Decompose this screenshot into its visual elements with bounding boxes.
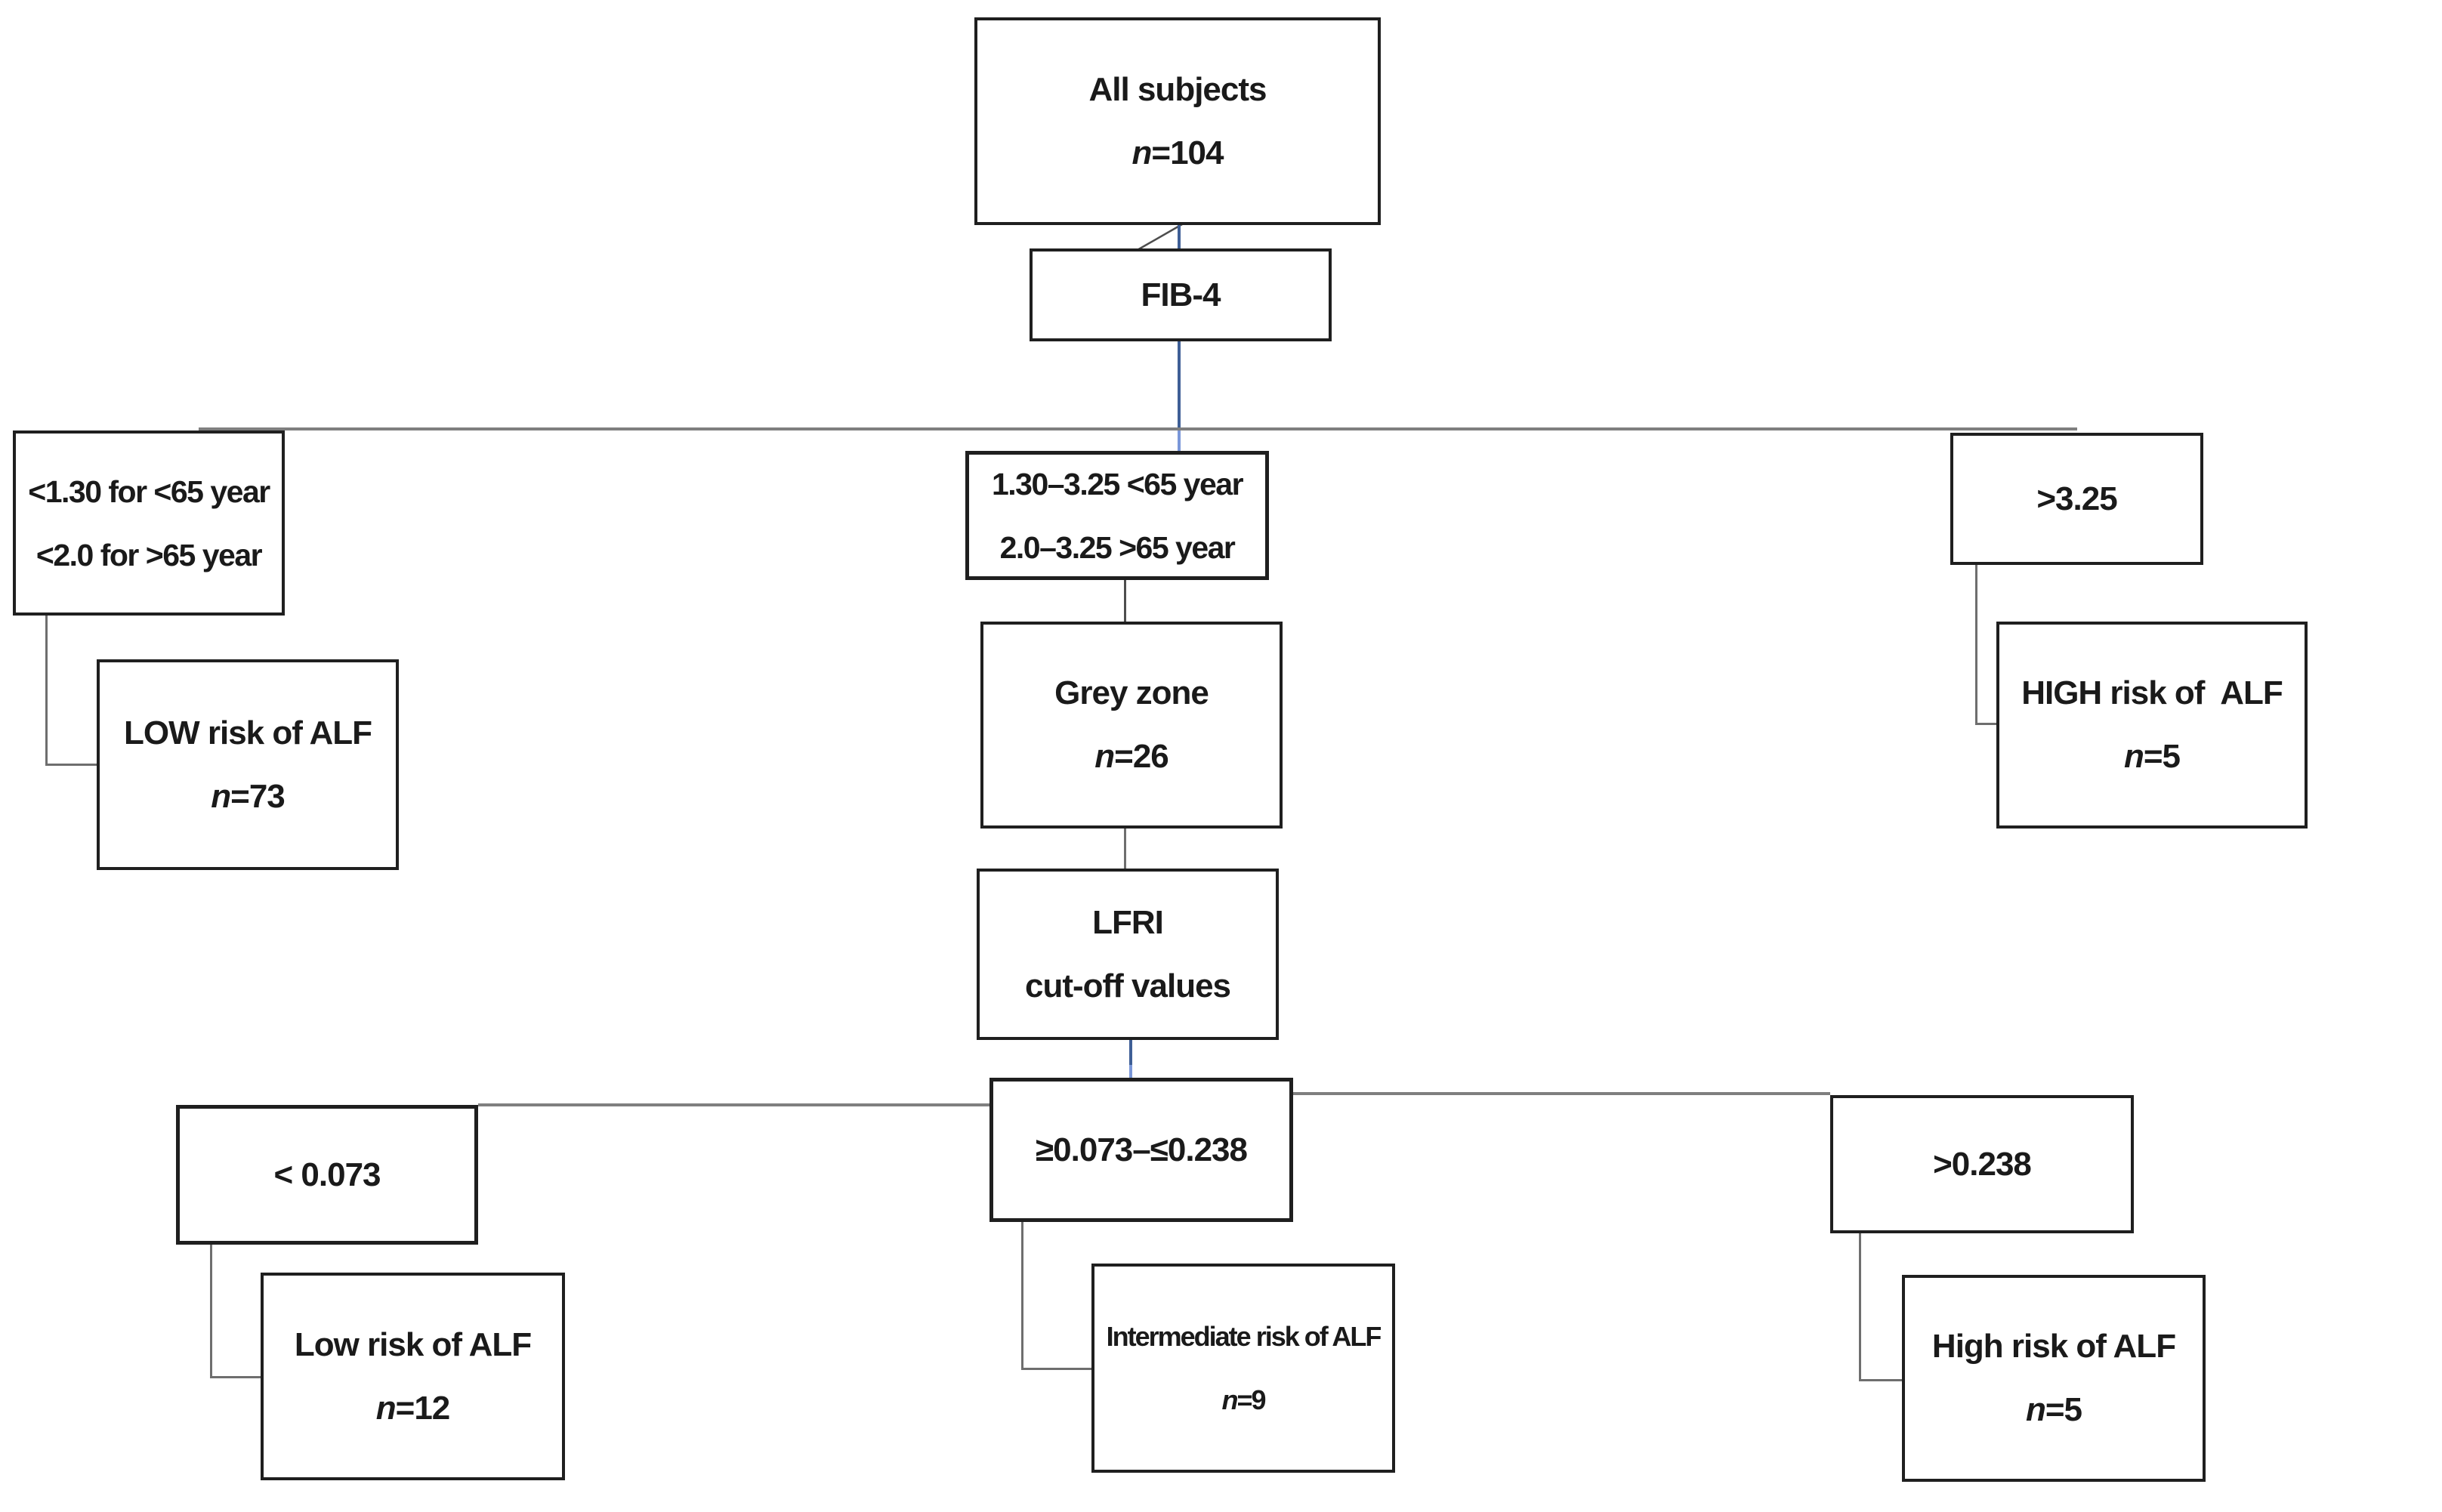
- node-title: FIB-4: [1141, 276, 1221, 313]
- node-fib4-high-cutoff: >3.25: [1950, 433, 2203, 565]
- connector-lfrihighcriteria-highrisk-vertical: [1859, 1233, 1861, 1381]
- connector-lfrimidcriteria-midrisk-horizontal: [1021, 1368, 1091, 1370]
- cutoff-line-2: 2.0–3.25 >65 year: [999, 529, 1236, 565]
- n-value: =104: [1151, 134, 1224, 171]
- node-count: n=12: [375, 1377, 451, 1440]
- cutoff-line-2: <2.0 for >65 year: [36, 537, 263, 572]
- n-value: =5: [2045, 1391, 2082, 1428]
- node-fib4-low-cutoff: <1.30 for <65 year <2.0 for >65 year: [13, 430, 285, 616]
- node-title: Intermediate risk of ALF: [1106, 1320, 1382, 1352]
- cutoff-line-1: < 0.073: [273, 1156, 381, 1193]
- connector-lowcriteria-lowrisk-horizontal: [45, 764, 98, 766]
- connector-highcriteria-highrisk-horizontal: [1975, 723, 1998, 725]
- n-value: =9: [1236, 1384, 1266, 1415]
- node-title: All subjects: [1088, 70, 1267, 108]
- node-lfri-high-risk-alf: High risk of ALF n=5: [1902, 1275, 2206, 1482]
- node-lfri-cutoff-values: LFRI cut-off values: [977, 869, 1279, 1040]
- n-value: =5: [2143, 738, 2181, 775]
- connector-fib4-branch-horizontal: [199, 427, 2077, 430]
- connector-branchline-greycriteria: [1178, 430, 1181, 452]
- connector-lfrimidcriteria-midrisk-vertical: [1021, 1222, 1023, 1370]
- connector-greycriteria-greyzone: [1124, 580, 1126, 622]
- connector-greyzone-lfri: [1124, 829, 1126, 869]
- connector-lfri-branch-left: [478, 1103, 989, 1106]
- node-title: LOW risk of ALF: [123, 714, 372, 751]
- node-all-subjects: All subjects n=104: [974, 17, 1381, 225]
- cutoff-line-1: ≥0.073–≤0.238: [1036, 1131, 1248, 1168]
- node-title: High risk of ALF: [1931, 1328, 2176, 1365]
- n-symbol: n: [375, 1389, 397, 1427]
- node-count: n=26: [1094, 725, 1169, 788]
- connector-lfrilowcriteria-lowrisk-horizontal: [210, 1376, 261, 1378]
- n-symbol: n: [2123, 738, 2144, 775]
- node-low-risk-alf: LOW risk of ALF n=73: [97, 659, 399, 870]
- node-high-risk-alf: HIGH risk of ALF n=5: [1996, 622, 2308, 829]
- node-lfri-low-cutoff: < 0.073: [176, 1105, 478, 1245]
- cutoff-line-1: <1.30 for <65 year: [28, 474, 270, 509]
- node-lfri-low-risk-alf: Low risk of ALF n=12: [261, 1273, 565, 1480]
- connector-lfrihighcriteria-highrisk-horizontal: [1859, 1379, 1902, 1381]
- connector-lfri-midcriteria: [1129, 1040, 1132, 1065]
- node-lfri-intermediate-risk-alf: Intermediate risk of ALF n=9: [1091, 1264, 1395, 1473]
- cutoff-line-1: 1.30–3.25 <65 year: [991, 466, 1244, 501]
- connector-lfri-midcriteria-lower: [1129, 1065, 1132, 1079]
- node-title: Low risk of ALF: [294, 1325, 532, 1363]
- cutoff-line-1: >0.238: [1933, 1145, 2032, 1183]
- node-count: n=5: [2026, 1378, 2082, 1442]
- node-lfri-intermediate-cutoff: ≥0.073–≤0.238: [989, 1078, 1293, 1222]
- n-symbol: n: [211, 777, 231, 815]
- connector-lowcriteria-lowrisk-vertical: [45, 616, 48, 766]
- n-symbol: n: [1094, 738, 1115, 775]
- node-count: n=73: [211, 765, 286, 829]
- connector-fib4-branchline: [1178, 341, 1181, 430]
- node-grey-zone: Grey zone n=26: [980, 622, 1283, 829]
- connector-lfrilowcriteria-lowrisk-vertical: [210, 1245, 212, 1378]
- node-lfri-high-cutoff: >0.238: [1830, 1095, 2134, 1233]
- connector-allsubjects-fib4: [1178, 225, 1181, 250]
- node-title-line-2: cut-off values: [1024, 967, 1231, 1004]
- n-value: =12: [395, 1389, 451, 1427]
- n-symbol: n: [1131, 134, 1153, 171]
- node-count: n=9: [1221, 1369, 1266, 1432]
- node-title: HIGH risk of ALF: [2021, 674, 2283, 711]
- n-value: =73: [230, 777, 286, 815]
- n-symbol: n: [2025, 1391, 2046, 1428]
- node-title-line-1: LFRI: [1092, 903, 1164, 941]
- node-count: n=104: [1132, 122, 1224, 185]
- n-symbol: n: [1221, 1384, 1238, 1415]
- connector-highcriteria-highrisk-vertical: [1975, 565, 1977, 725]
- node-count: n=5: [2123, 725, 2181, 788]
- connector-lfri-branch-right: [1293, 1092, 1830, 1095]
- node-title: Grey zone: [1054, 674, 1209, 711]
- connector-diagonal-allsubjects-fib4: [1135, 223, 1183, 252]
- node-fib4-grey-cutoff: 1.30–3.25 <65 year 2.0–3.25 >65 year: [965, 451, 1269, 580]
- n-value: =26: [1114, 738, 1169, 775]
- cutoff-line-1: >3.25: [2036, 480, 2117, 517]
- node-fib4: FIB-4: [1030, 248, 1332, 341]
